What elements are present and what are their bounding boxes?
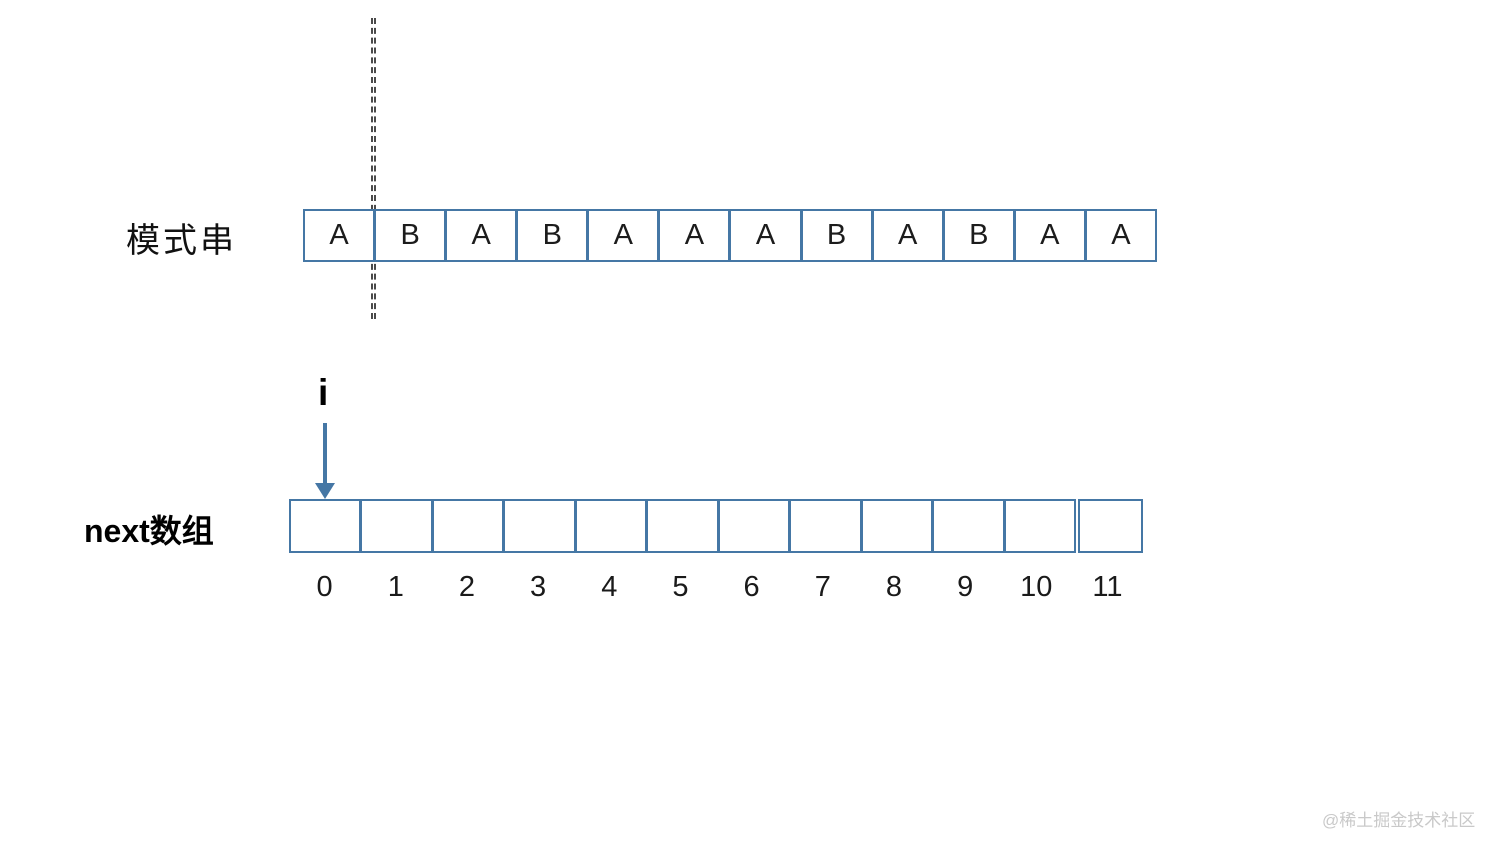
pattern-cell-6: A — [728, 211, 799, 260]
pattern-cell-5: A — [657, 211, 728, 260]
next-cell-1 — [359, 501, 430, 551]
pattern-cell-10: A — [1012, 211, 1084, 260]
next-cell-4 — [573, 501, 645, 551]
next-cell-9 — [931, 501, 1002, 551]
pattern-cell-11: A — [1083, 211, 1155, 260]
arrow-shaft — [323, 423, 327, 485]
pattern-cell-0: A — [329, 219, 349, 251]
index-6: 6 — [743, 571, 760, 603]
pattern-string-label: 模式串 — [126, 223, 237, 260]
next-cell-6 — [716, 501, 788, 551]
next-array-last-cell — [1078, 499, 1143, 553]
next-array-row — [289, 499, 1076, 553]
next-array-label: next数组 — [84, 513, 214, 549]
next-cell-11 — [1080, 501, 1141, 551]
next-cell-3 — [502, 501, 573, 551]
pattern-cell-9: B — [941, 211, 1013, 260]
index-11: 11 — [1092, 571, 1123, 603]
dashed-marker-line — [371, 18, 376, 319]
arrow-head — [315, 483, 335, 499]
index-4: 4 — [601, 571, 618, 603]
index-0: 0 — [316, 571, 333, 603]
pattern-cell-1: B — [373, 211, 444, 260]
pattern-cell-3: B — [515, 211, 586, 260]
next-cell-2 — [430, 501, 502, 551]
index-7: 7 — [814, 571, 831, 603]
pattern-cell-7: B — [799, 211, 871, 260]
pattern-cell-2: A — [444, 211, 515, 260]
next-cell-0 — [291, 501, 359, 551]
index-9: 9 — [957, 571, 974, 603]
index-2: 2 — [458, 571, 475, 603]
pointer-down-arrow-icon — [309, 423, 341, 500]
next-array-indices: 0 1 2 3 4 5 6 7 8 9 10 11 — [289, 571, 1143, 604]
index-1: 1 — [387, 571, 404, 603]
pattern-string-row: A B A B A A A B A B A A — [303, 209, 1157, 262]
index-10: 10 — [1020, 571, 1053, 603]
pointer-i-label: i — [318, 372, 329, 413]
pattern-cell-4: A — [586, 211, 657, 260]
index-5: 5 — [672, 571, 689, 603]
next-cell-10 — [1002, 501, 1074, 551]
next-cell-8 — [859, 501, 931, 551]
next-cell-7 — [788, 501, 859, 551]
index-8: 8 — [885, 571, 903, 603]
next-cell-5 — [645, 501, 716, 551]
index-3: 3 — [530, 571, 547, 603]
pattern-cell-8: A — [870, 211, 942, 260]
juejin-watermark: @稀土掘金技术社区 — [1322, 811, 1476, 830]
